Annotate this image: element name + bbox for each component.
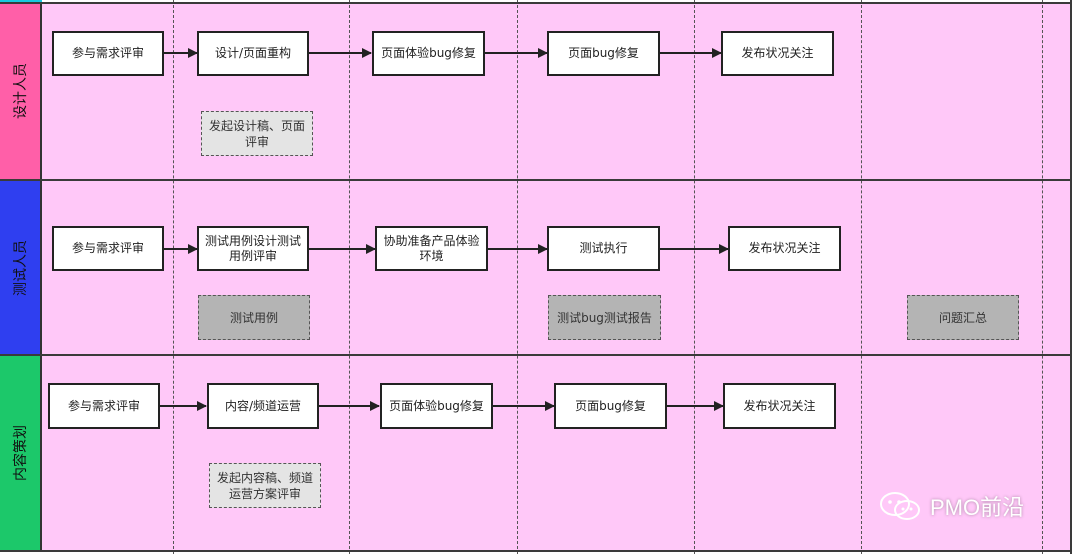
test-step-test-case-design: 测试用例设计测试用例评审: [197, 226, 309, 271]
lane-label-design: 设计人员: [0, 3, 42, 179]
lane-border: [0, 354, 1072, 356]
content-step-ux-bug-fix: 页面体验bug修复: [380, 383, 493, 429]
column-divider: [349, 0, 350, 554]
wechat-icon: [880, 492, 920, 520]
watermark-text: PMO前沿: [930, 495, 1025, 520]
column-divider: [861, 0, 862, 554]
lane-label-test: 测试人员: [0, 181, 42, 354]
column-divider: [1042, 0, 1043, 554]
column-divider: [173, 0, 174, 554]
test-note-cases: 测试用例: [198, 295, 310, 340]
watermark: PMO前沿: [878, 490, 1024, 522]
test-step-release-monitor: 发布状况关注: [728, 226, 841, 271]
design-step-ux-bug-fix: 页面体验bug修复: [372, 31, 485, 76]
column-divider: [517, 0, 518, 554]
lane-border: [0, 179, 1072, 181]
design-note: 发起设计稿、页面评审: [201, 111, 313, 156]
right-border: [1070, 0, 1072, 554]
lane-border-top: [0, 2, 1072, 4]
top-accent-strip: [0, 0, 42, 3]
design-step-requirement-review: 参与需求评审: [52, 31, 164, 76]
design-step-page-rebuild: 设计/页面重构: [197, 31, 309, 76]
test-step-prepare-environment: 协助准备产品体验环境: [375, 226, 488, 271]
design-step-release-monitor: 发布状况关注: [721, 31, 834, 76]
content-step-channel-operations: 内容/频道运营: [207, 383, 319, 429]
test-note-bug-report: 测试bug测试报告: [548, 295, 661, 340]
content-step-release-monitor: 发布状况关注: [723, 383, 836, 429]
test-step-execution: 测试执行: [547, 226, 660, 271]
design-step-page-bug-fix: 页面bug修复: [547, 31, 660, 76]
content-note: 发起内容稿、频道运营方案评审: [209, 463, 321, 508]
test-step-requirement-review: 参与需求评审: [52, 226, 164, 271]
column-divider: [694, 0, 695, 554]
lane-border-bottom: [0, 550, 1072, 552]
test-note-issue-summary: 问题汇总: [907, 295, 1019, 340]
content-step-requirement-review: 参与需求评审: [48, 383, 160, 429]
lane-label-content: 内容策划: [0, 356, 42, 550]
content-step-page-bug-fix: 页面bug修复: [554, 383, 667, 429]
